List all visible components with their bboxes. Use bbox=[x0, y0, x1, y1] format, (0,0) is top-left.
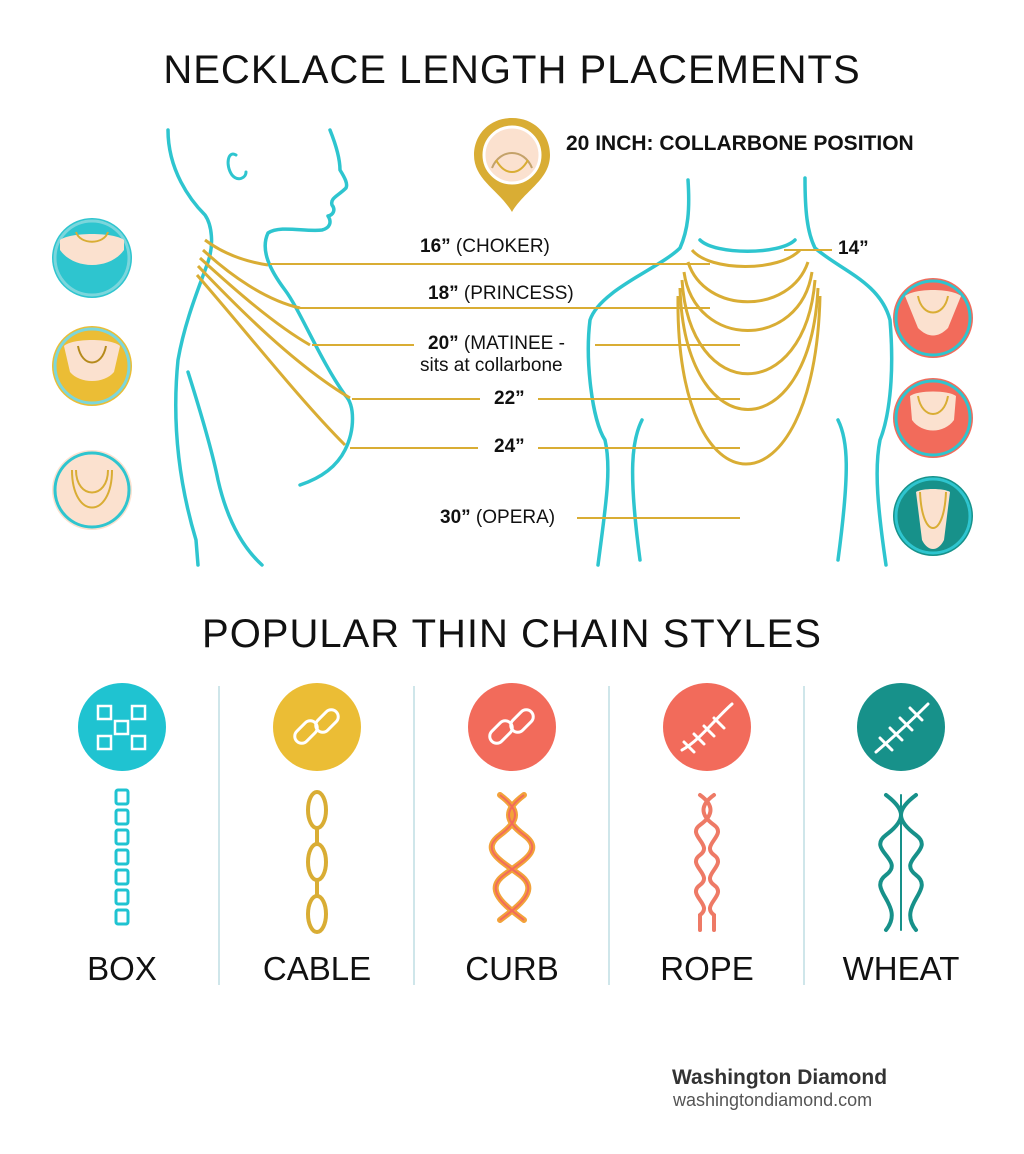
cable-chain-icon bbox=[273, 683, 361, 934]
length-label-16: 16” (CHOKER) bbox=[420, 236, 550, 257]
portrait-long-icon bbox=[52, 450, 132, 530]
callout-label: 20 INCH: COLLARBONE POSITION bbox=[566, 132, 914, 155]
side-profile-figure bbox=[166, 128, 355, 567]
front-chains bbox=[676, 248, 822, 466]
page-title: NECKLACE LENGTH PLACEMENTS bbox=[163, 48, 861, 92]
brand-url: washingtondiamond.com bbox=[673, 1090, 873, 1110]
length-label-30: 30” (OPERA) bbox=[440, 507, 556, 528]
portrait-princess-icon bbox=[52, 326, 132, 406]
chain-name-curb: CURB bbox=[465, 950, 559, 987]
portrait-matinee-icon bbox=[893, 378, 973, 458]
curb-chain-icon bbox=[468, 683, 556, 923]
rope-chain-icon bbox=[663, 683, 751, 932]
length-label-18: 18” (PRINCESS) bbox=[428, 283, 574, 304]
length-label-24: 24” bbox=[494, 436, 525, 457]
length-label-20: 20” (MATINEE - bbox=[428, 333, 565, 354]
length-label-22: 22” bbox=[494, 388, 525, 409]
length-lines bbox=[270, 249, 832, 519]
length-label-20-note: sits at collarbone bbox=[420, 355, 563, 376]
wheat-chain-icon bbox=[857, 683, 945, 932]
length-label-14: 14” bbox=[838, 238, 869, 259]
portrait-opera-icon bbox=[893, 476, 973, 556]
chain-name-wheat: WHEAT bbox=[842, 950, 960, 987]
side-chains bbox=[195, 238, 351, 447]
portrait-choker-icon bbox=[52, 218, 132, 298]
brand-name: Washington Diamond bbox=[672, 1066, 888, 1089]
chain-name-rope: ROPE bbox=[660, 950, 754, 987]
section-title: POPULAR THIN CHAIN STYLES bbox=[202, 612, 822, 656]
column-dividers bbox=[218, 686, 805, 985]
front-figure bbox=[586, 176, 894, 567]
collarbone-callout-pin bbox=[474, 118, 550, 212]
chain-name-cable: CABLE bbox=[262, 950, 372, 987]
box-chain-icon bbox=[78, 683, 166, 926]
portrait-princess-coral-icon bbox=[893, 278, 973, 358]
chain-name-box: BOX bbox=[87, 950, 157, 987]
